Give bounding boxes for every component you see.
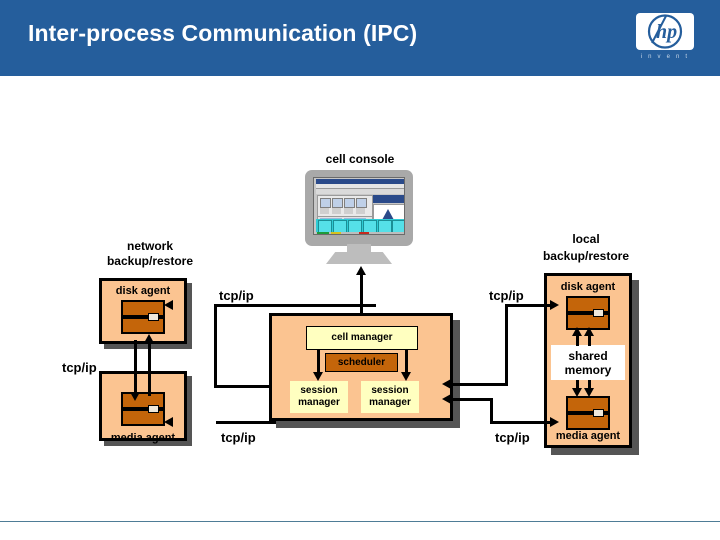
link-cm-to-sm-left: [317, 350, 320, 376]
net-disk-agent-device-icon: [121, 300, 165, 334]
local-disk-agent-device-icon: [566, 296, 610, 330]
arrow-into-net-media-agent: [164, 417, 173, 427]
cell-console-monitor: [305, 170, 420, 265]
arrow-into-local-media-agent: [550, 417, 559, 427]
tcpip-local-bottom-label: tcp/ip: [495, 430, 530, 445]
cell-manager-panel: cell manager: [306, 326, 418, 350]
link-net-disk-v: [214, 304, 217, 388]
arrow-down-local-media-a: [572, 388, 582, 397]
monitor-bezel: [305, 170, 413, 246]
session-manager-right-line1: session: [371, 385, 409, 396]
link-shm-down-a: [576, 380, 579, 390]
net-media-agent-label: media agent: [110, 432, 176, 444]
net-disk-agent-box: [99, 278, 187, 344]
net-disk-agent-label: disk agent: [115, 285, 171, 297]
scheduler-panel: scheduler: [325, 353, 398, 372]
link-local-disk-h1: [505, 304, 552, 307]
link-local-media-v: [490, 398, 493, 424]
cell-console-caption: cell console: [325, 152, 395, 166]
arrow-down-sm-right: [401, 372, 411, 381]
link-net-disk-h1: [216, 304, 376, 307]
link-local-disk-v: [505, 304, 508, 386]
local-media-agent-label: media agent: [555, 430, 621, 442]
shared-memory-line1: shared: [568, 348, 608, 363]
tcpip-net-bottom-label: tcp/ip: [221, 430, 256, 445]
hp-tagline: i n v e n t: [640, 54, 690, 60]
hp-logo-icon: hp: [647, 14, 683, 49]
arrow-down-net-media: [130, 392, 140, 401]
arrow-into-local-disk-agent: [550, 300, 559, 310]
link-shm-up-b: [588, 332, 591, 346]
page-title: Inter-process Communication (IPC): [28, 20, 418, 46]
link-net-up: [148, 340, 151, 396]
arrow-down-sm-left: [313, 372, 323, 381]
link-cm-to-sm-right: [405, 350, 408, 376]
local-group-caption-line1: local: [572, 232, 600, 246]
arrow-up-console: [356, 266, 366, 275]
link-local-media-h2: [446, 398, 493, 401]
shared-memory-panel: shared memory: [551, 345, 625, 380]
arrow-down-local-media-b: [584, 388, 594, 397]
session-manager-right-panel: session manager: [361, 381, 419, 413]
arrow-up-local-disk-b: [584, 327, 594, 336]
link-console-cellmanager: [360, 272, 363, 322]
net-media-agent-device-icon: [121, 392, 165, 426]
tcpip-net-left-label: tcp/ip: [62, 360, 97, 375]
local-group-caption-line2: backup/restore: [542, 249, 630, 263]
link-shm-up-a: [576, 332, 579, 346]
link-net-disk-h2: [214, 385, 278, 388]
link-local-media-h1: [490, 421, 552, 424]
arrow-into-net-disk-agent: [164, 300, 173, 310]
local-disk-agent-label: disk agent: [560, 281, 616, 293]
arrow-into-session-manager-right-bottom: [442, 394, 451, 404]
tcpip-local-top-label: tcp/ip: [489, 288, 524, 303]
session-manager-left-line1: session: [300, 385, 338, 396]
session-manager-left-line2: manager: [298, 397, 340, 408]
session-manager-right-line2: manager: [369, 397, 411, 408]
arrow-up-net-disk: [144, 334, 154, 343]
network-group-caption-line2: backup/restore: [106, 254, 194, 268]
arrow-into-session-manager-right-top: [442, 379, 451, 389]
network-group-caption-line1: network: [126, 239, 173, 253]
svg-text:hp: hp: [656, 21, 677, 43]
footer-divider: [0, 521, 720, 522]
monitor-screen: [313, 177, 405, 235]
slide-header: Inter-process Communication (IPC) hp i n…: [0, 0, 720, 76]
link-local-disk-h2: [446, 383, 508, 386]
arrow-up-local-disk-a: [572, 327, 582, 336]
local-media-agent-device-icon: [566, 396, 610, 430]
monitor-base: [326, 252, 392, 264]
session-manager-left-panel: session manager: [290, 381, 348, 413]
shared-memory-line2: memory: [564, 362, 612, 377]
tcpip-net-top-label: tcp/ip: [219, 288, 254, 303]
hp-logo: hp: [636, 13, 694, 50]
link-shm-down-b: [588, 380, 591, 390]
link-net-down: [134, 340, 137, 396]
